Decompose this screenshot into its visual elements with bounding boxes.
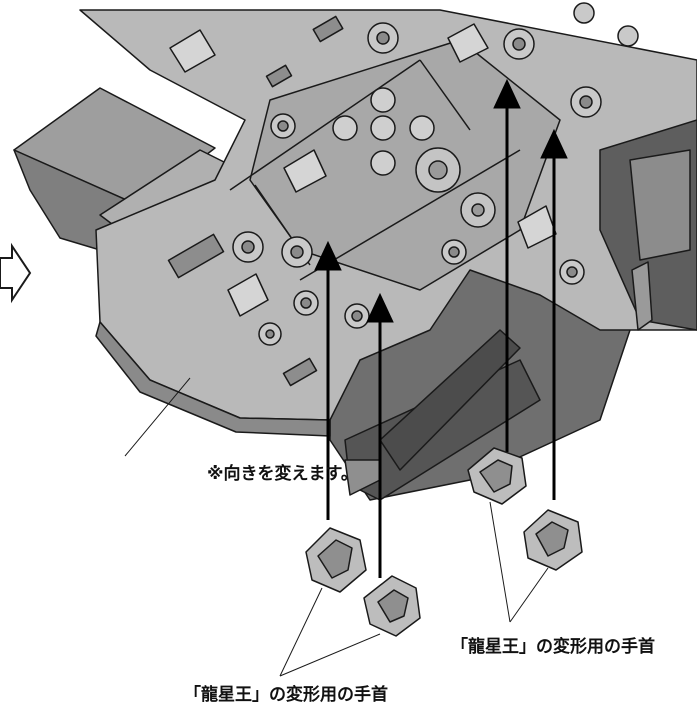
hollow-right-arrow-icon (0, 242, 32, 304)
rotation-note-label: ※向きを変えます。 (207, 464, 358, 484)
wrist-leader-lines-right (489, 501, 549, 623)
wrist-part (363, 575, 421, 637)
wrist-part-label-right: 「龍星王」の変形用の手首 (451, 637, 655, 657)
wrist-part (305, 527, 367, 593)
wrist-part (467, 447, 527, 505)
insert-arrows (314, 78, 568, 578)
wrist-part (523, 509, 583, 571)
note-leader-line (124, 377, 191, 457)
up-arrow-icon (493, 78, 521, 452)
up-arrow-icon (540, 128, 568, 500)
toy-body (13, 2, 697, 501)
wrist-part-label-left: 「龍星王」の変形用の手首 (184, 685, 388, 705)
up-arrow-icon (314, 240, 342, 520)
up-arrow-icon (366, 292, 394, 578)
wrist-leader-lines-left (279, 587, 381, 677)
